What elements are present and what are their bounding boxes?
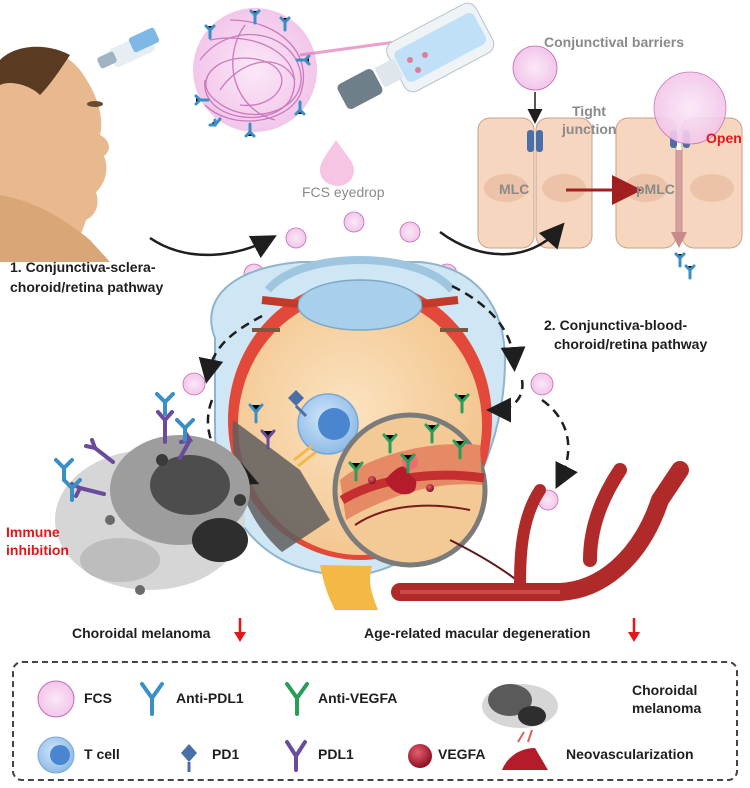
legend-pdl1: PDL1 (318, 746, 354, 762)
legend-pd1: PD1 (212, 746, 240, 762)
magnified-retina (332, 412, 488, 568)
immune-inhibition-label-2: inhibition (6, 542, 69, 558)
eyedrop-bottle-small (97, 27, 160, 69)
choroidal-melanoma-label: Choroidal melanoma (72, 625, 211, 641)
legend-box (12, 661, 738, 781)
legend-anti-pdl1: Anti-PDL1 (176, 690, 244, 706)
immune-inhibition-label-1: Immune (6, 524, 60, 540)
legend-neovascularization: Neovascularization (566, 746, 694, 762)
amd-label: Age-related macular degeneration (364, 625, 591, 641)
conjunctival-barriers (477, 45, 743, 280)
legend-choroidal-1: Choroidal (632, 682, 698, 698)
fcs-eyedrop-label: FCS eyedrop (302, 184, 385, 200)
legend-tcell: T cell (84, 746, 120, 762)
pdl1-molecules (70, 410, 194, 498)
legend-vegfa: VEGFA (438, 746, 486, 762)
tight-junction-label-1: Tight (572, 103, 606, 119)
mlc-label: MLC (499, 181, 530, 197)
fcs-nanogel-large (193, 8, 317, 138)
legend-choroidal-2: melanoma (632, 700, 702, 716)
legend-anti-vegfa: Anti-VEGFA (318, 690, 398, 706)
t-cell-in-eye (248, 390, 359, 468)
pathway-1-label-line1: 1. Conjunctiva-sclera- (10, 259, 156, 275)
pathway-2-label-line2: choroid/retina pathway (554, 336, 708, 352)
choroidal-melanoma-cluster (55, 435, 250, 595)
pathway-2-label-line1: 2. Conjunctiva-blood- (544, 317, 688, 333)
eyedrop-bottle-large (299, 2, 495, 186)
open-label: Open (706, 130, 742, 146)
anti-pdl1-molecules (54, 392, 195, 502)
conjunctival-barriers-label: Conjunctival barriers (544, 34, 685, 50)
pathway-1-label-line2: choroid/retina pathway (10, 279, 164, 295)
tight-junction-label-2: junction (562, 121, 617, 137)
pmlc-label: pMLC (636, 181, 675, 197)
legend-fcs: FCS (84, 690, 112, 706)
legend-icons (37, 680, 558, 774)
person-figure (0, 46, 110, 262)
blood-vessel (391, 461, 689, 601)
